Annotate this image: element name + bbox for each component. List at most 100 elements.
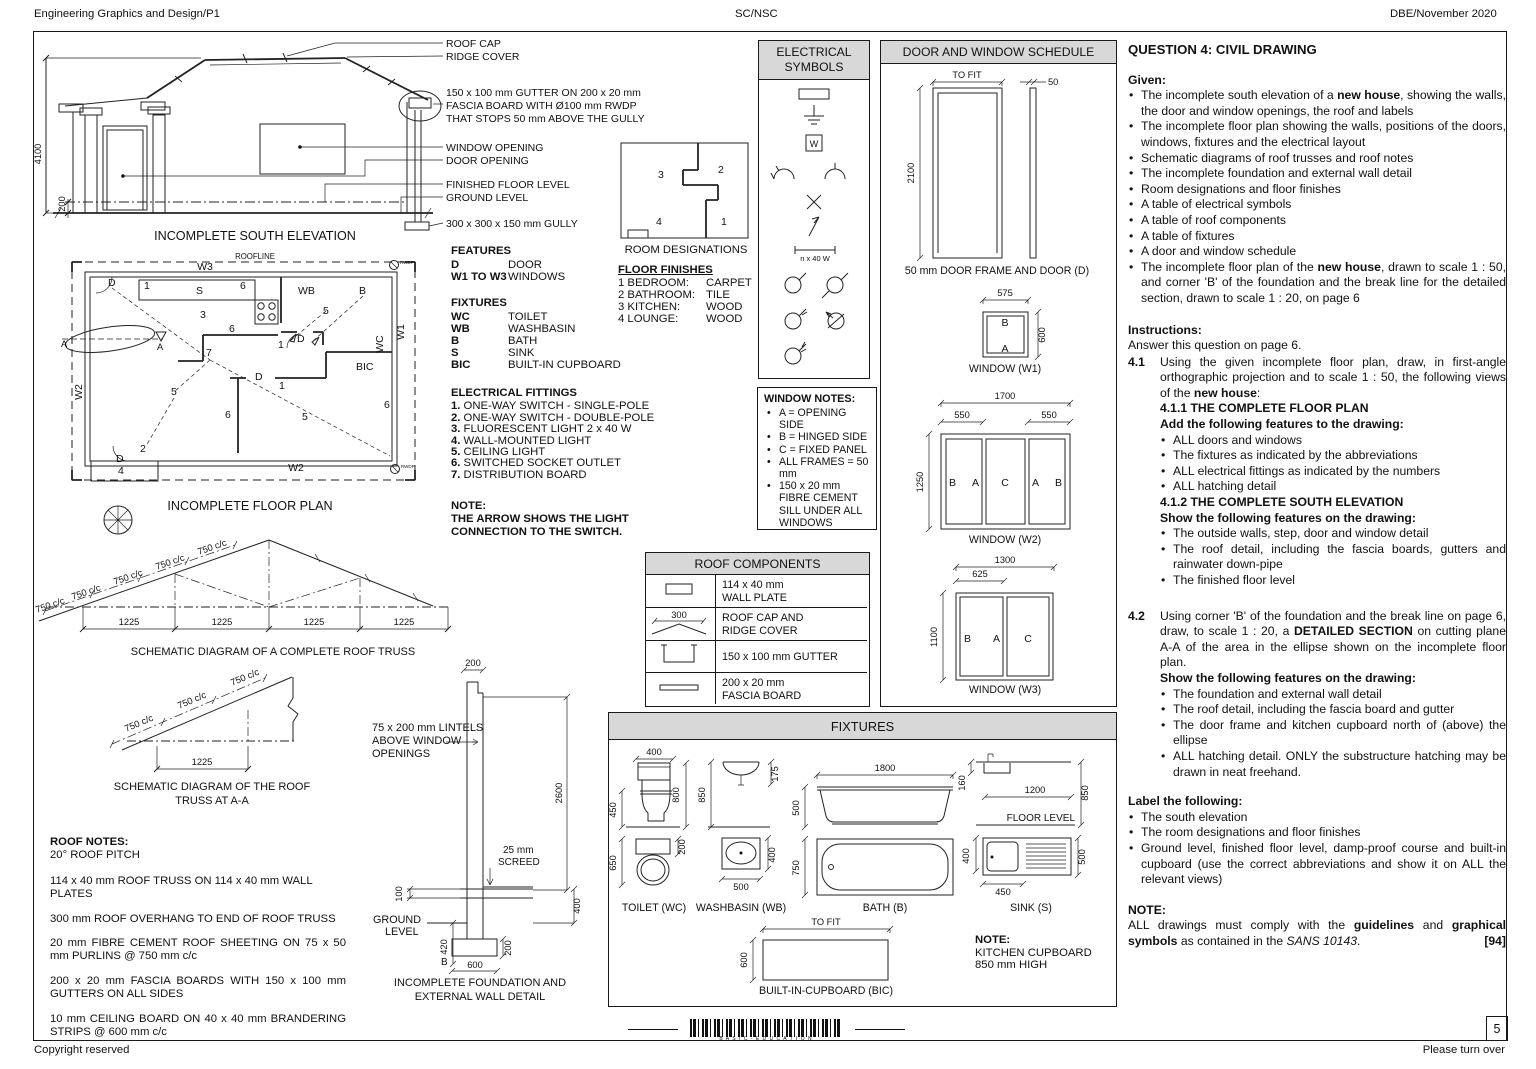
question-item: The outside walls, step, door and window…: [1160, 526, 1506, 542]
room-designations-plan: 3 2 4 1: [620, 142, 749, 239]
window-label: W3: [197, 261, 213, 273]
panel-title: ELECTRICAL: [776, 45, 852, 59]
dim-label: 2100: [906, 163, 916, 184]
barcode-rule-left: [628, 1029, 678, 1030]
elevation-title: INCOMPLETE SOUTH ELEVATION: [154, 229, 356, 243]
dim-label: 420: [439, 939, 449, 955]
question-item: The foundation and external wall detail: [1160, 687, 1506, 703]
spacing-label: 750 c/c: [34, 595, 66, 614]
dim-label: 1700: [995, 391, 1016, 401]
foundation-detail-drawing: 200 2600 25 mm SCREED 100 400 GROUND LEV…: [373, 658, 582, 975]
window-note: B = HINGED SIDE: [766, 431, 870, 443]
floor-plan-title: INCOMPLETE FLOOR PLAN: [167, 499, 333, 513]
given-item: A table of roof components: [1128, 213, 1506, 229]
dim-label: 600: [467, 960, 483, 970]
question-text: Using corner 'B' of the foundation and t…: [1160, 608, 1506, 670]
dim-label: 500: [733, 882, 749, 892]
window-caption: WINDOW (W1): [969, 363, 1041, 375]
panel-title: SYMBOLS: [784, 60, 844, 74]
spacing-label: 750 c/c: [70, 582, 102, 601]
pane-label: A: [972, 477, 979, 489]
mark-allocation: [94]: [1484, 933, 1506, 948]
room-number: 1: [721, 216, 727, 228]
fitting-number: 5: [171, 386, 177, 398]
pane-label: B: [964, 633, 971, 645]
elevation-label: ROOF CAP: [446, 38, 501, 50]
schedule-drawings: TO FIT 2100 50 50 mm DOOR FRAME AND DOOR…: [905, 70, 1089, 696]
wall-plate-symbol: [665, 583, 693, 595]
feature-value: WINDOWS: [508, 271, 566, 283]
dim-label: 1800: [875, 763, 896, 773]
socket-outlet-symbol: [784, 272, 807, 294]
fitting-number: 7: [206, 347, 212, 359]
dim-label: 1225: [119, 617, 140, 627]
room: 3 KITCHEN:: [618, 301, 681, 313]
question-item: ALL doors and windows: [1160, 433, 1506, 449]
electrical-fitting-item: 4. WALL-MOUNTED LIGHT: [451, 434, 592, 447]
dim-label: 300: [671, 610, 687, 620]
pane-label: B: [949, 477, 956, 489]
roof-notes: ROOF NOTES: 20° ROOF PITCH 114 x 40 mm R…: [50, 836, 350, 1039]
label-item: The room designations and floor finishes: [1128, 825, 1506, 841]
fitting-number: 2: [140, 443, 146, 455]
dim-label: 850: [697, 787, 707, 803]
fixture-key: S: [451, 347, 459, 359]
fixture-label: BIC: [356, 361, 374, 373]
section-ellipse: [64, 325, 156, 353]
electrical-fitting-item: 1. ONE-WAY SWITCH - SINGLE-POLE: [451, 400, 650, 413]
fixture-value: TOILET: [508, 311, 548, 323]
door-label: D: [108, 277, 116, 289]
fixture-label: S: [196, 285, 203, 297]
room: 2 BATHROOM:: [618, 289, 695, 301]
electrical-fitting-item: 7. DISTRIBUTION BOARD: [451, 468, 587, 481]
dim-label: 400: [767, 847, 777, 863]
one-way-switch-double-pole-symbol: [824, 163, 846, 180]
fixture-value: WASHBASIN: [508, 323, 576, 335]
fitting-number: 1: [144, 280, 150, 292]
dim-label: 625: [972, 569, 988, 579]
dim-label: 175: [770, 766, 780, 782]
sub-question-heading: 4.1.1 THE COMPLETE FLOOR PLAN: [1160, 401, 1369, 416]
dim-label: 550: [1041, 410, 1057, 420]
roof-notes-title: ROOF NOTES:: [50, 836, 129, 848]
window-opening: [259, 123, 346, 175]
dim-label: 800: [671, 787, 681, 803]
door-label: D: [297, 333, 305, 345]
fitting-number: 5: [302, 411, 308, 423]
question-text: Using the given incomplete floor plan, d…: [1160, 354, 1506, 400]
spacing-label: 750 c/c: [123, 713, 155, 734]
dim-label: 200: [677, 839, 687, 855]
label-item: The south elevation: [1128, 810, 1506, 826]
wiring-note: NOTE: THE ARROW SHOWS THE LIGHT CONNECTI…: [451, 500, 629, 539]
dim-label: 400: [961, 848, 971, 864]
dim-label: 4100: [33, 144, 43, 165]
note-text: ALL drawings must comply with the guidel…: [1128, 918, 1507, 948]
dim-label: 1225: [212, 617, 233, 627]
door-label: D: [255, 371, 263, 383]
window-caption: WINDOW (W3): [969, 684, 1041, 696]
turn-over: Please turn over: [1422, 1044, 1505, 1056]
elevation-label: 300 x 300 x 150 mm GULLY: [446, 218, 578, 230]
north-symbol: [103, 505, 133, 535]
dim-label: 600: [1037, 327, 1047, 343]
question-item: ALL hatching detail: [1160, 479, 1506, 495]
dim-label: 600: [739, 952, 749, 968]
barcode-caption: B A S I C - E D U C A T I O N: [719, 1036, 813, 1042]
instructions-heading: Instructions:: [1128, 322, 1202, 337]
question-column: QUESTION 4: CIVIL DRAWING Given: The inc…: [1128, 42, 1506, 949]
note-line: 850 mm HIGH: [975, 959, 1048, 972]
room-designations-caption: ROOM DESIGNATIONS: [624, 244, 748, 256]
question-item: The finished floor level: [1160, 573, 1506, 589]
elevation-label: RIDGE COVER: [446, 51, 520, 63]
dim-label: 200: [465, 658, 481, 668]
pane-label: B: [1001, 317, 1008, 329]
section-label: A: [61, 339, 68, 349]
doc-center-label: SC/NSC: [735, 8, 778, 20]
socket-outlet-symbol: [821, 272, 849, 299]
fixture-label: WC: [374, 335, 386, 353]
spacing-label: 750 c/c: [196, 537, 228, 556]
answer-line: Answer this question on page 6.: [1128, 338, 1302, 353]
fixture-caption: TOILET (WC): [622, 902, 686, 914]
